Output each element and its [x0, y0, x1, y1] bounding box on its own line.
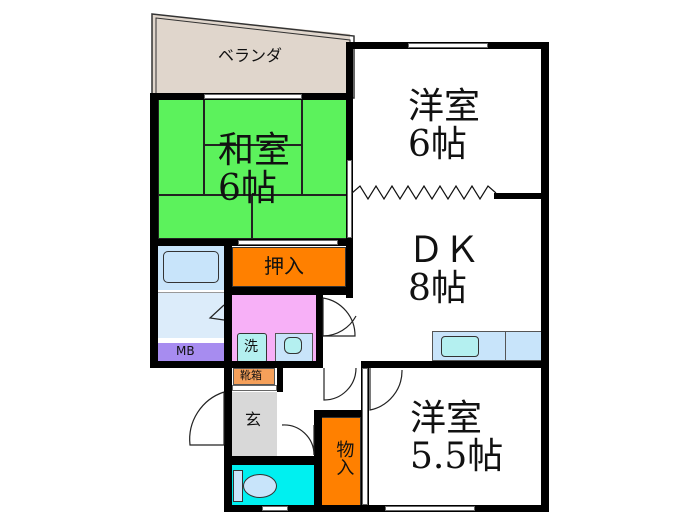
- tatami-mat: [158, 195, 252, 239]
- yoshitsu-north-label: 洋室 6帖: [408, 88, 480, 164]
- wall: [541, 42, 549, 512]
- kitchen-divider: [505, 331, 506, 361]
- window: [238, 240, 338, 245]
- kitchen-sink: [441, 336, 479, 357]
- shoe-box: [233, 368, 275, 385]
- wall: [224, 361, 232, 512]
- laundry-label: 洗: [244, 339, 258, 355]
- shoe-box-label: 靴箱: [240, 369, 262, 382]
- window: [204, 94, 302, 99]
- wall: [316, 295, 323, 368]
- wall: [150, 93, 158, 368]
- wall: [150, 361, 320, 368]
- dk-name: ＤＫ: [408, 230, 481, 271]
- yoshitsu-north-name: 洋室: [408, 86, 481, 127]
- washitsu-name: 和室: [218, 130, 291, 171]
- basin-bowl: [284, 337, 302, 354]
- monoire-label: 物入: [332, 440, 355, 476]
- tatami-mat: [204, 145, 302, 195]
- dk-size: 8帖: [408, 267, 467, 309]
- toilet-bowl: [243, 474, 277, 498]
- toilet-tank: [233, 470, 243, 502]
- window: [262, 506, 288, 511]
- yoshitsu-south-label: 洋室 5.5帖: [410, 400, 503, 476]
- washitsu-label: 和室 6帖: [218, 132, 290, 208]
- oshiire-closet: [232, 247, 346, 287]
- wall: [361, 361, 549, 368]
- window: [385, 506, 475, 511]
- bathtub: [163, 251, 219, 283]
- sliding-door: [347, 160, 352, 238]
- yoshitsu-south-name: 洋室: [410, 398, 483, 439]
- washitsu-size: 6帖: [218, 167, 277, 209]
- wall: [314, 410, 322, 512]
- window: [408, 43, 488, 48]
- oshiire-label: 押入: [264, 254, 304, 278]
- wall: [232, 287, 350, 295]
- folding-partition: [352, 184, 497, 201]
- genkan-entrance: [232, 392, 277, 456]
- sliding-door: [232, 385, 277, 391]
- wall: [494, 193, 548, 199]
- wall: [314, 410, 369, 417]
- wall: [277, 361, 283, 392]
- wall: [232, 456, 322, 465]
- mb-label: MB: [176, 344, 195, 358]
- genkan-label: 玄: [245, 410, 262, 429]
- wall: [224, 239, 232, 361]
- veranda-label: ベランダ: [218, 46, 283, 65]
- dk-label: ＤＫ 8帖: [408, 232, 480, 308]
- washitsu-room: [158, 99, 348, 239]
- yoshitsu-south-size: 5.5帖: [410, 435, 504, 477]
- monoire-text: 物入: [333, 440, 355, 476]
- meter-box: [158, 343, 224, 361]
- sliding-door: [362, 368, 368, 505]
- yoshitsu-north-size: 6帖: [408, 123, 467, 165]
